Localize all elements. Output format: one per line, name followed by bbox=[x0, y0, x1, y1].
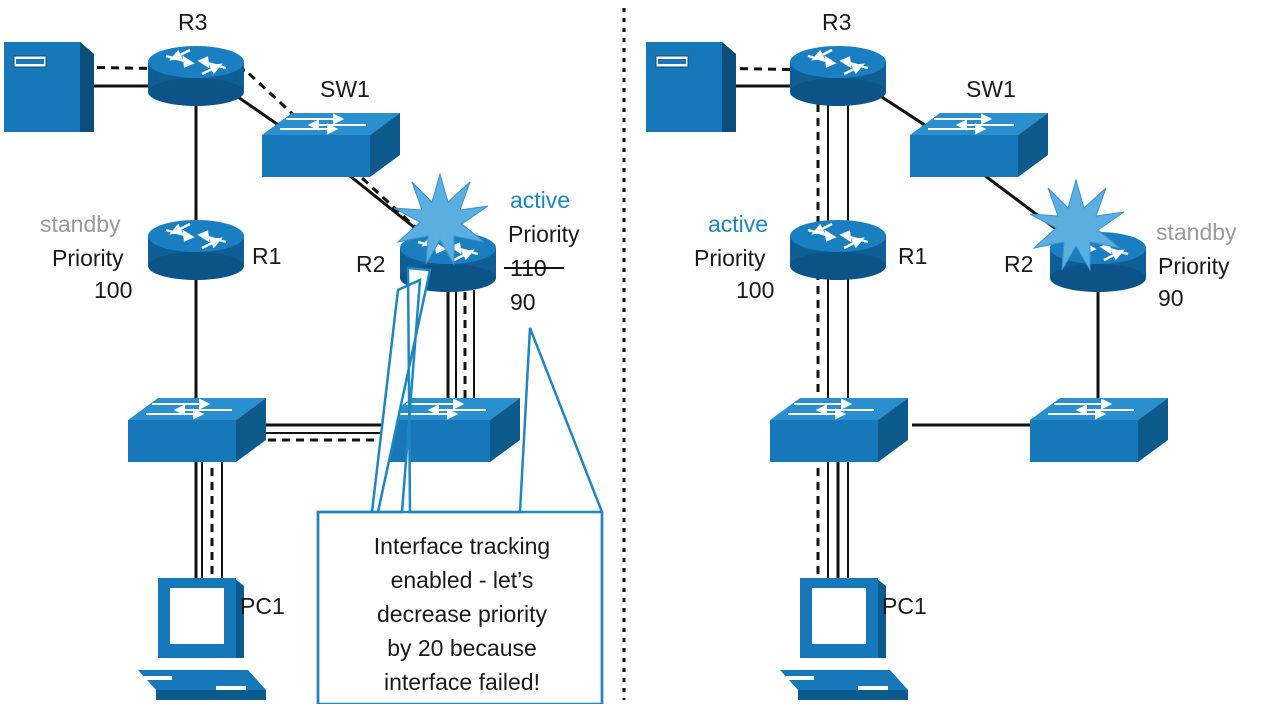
right-r2-state: standby bbox=[1156, 219, 1237, 245]
callout-line-4: by 20 because bbox=[387, 635, 537, 661]
left-r1-state: standby bbox=[40, 211, 121, 237]
left-r1-priority-value: 100 bbox=[94, 277, 132, 303]
right-sw1-label: SW1 bbox=[966, 76, 1016, 102]
left-r2-state: active bbox=[510, 187, 570, 213]
right-r1-label: R1 bbox=[898, 243, 927, 269]
left-r1-router-icon bbox=[146, 218, 246, 282]
left-callout: Interface tracking enabled - let’s decre… bbox=[316, 266, 604, 704]
right-traffic-path bbox=[707, 66, 820, 616]
right-r3-router-icon bbox=[788, 44, 888, 108]
left-r2-new-priority: 90 bbox=[510, 289, 536, 315]
right-r1-state: active bbox=[708, 211, 768, 237]
callout-line-5: interface failed! bbox=[384, 669, 540, 695]
callout-line-2: enabled - let’s bbox=[391, 567, 534, 593]
left-r1-priority-label: Priority bbox=[52, 245, 124, 271]
left-r2-switch-icon bbox=[381, 397, 521, 463]
right-access-switch-icon bbox=[769, 397, 909, 463]
left-server-icon bbox=[3, 41, 95, 133]
left-r1-label: R1 bbox=[252, 243, 281, 269]
left-sw1-switch-icon bbox=[261, 112, 401, 178]
left-sw1-label: SW1 bbox=[320, 76, 370, 102]
right-track-lines bbox=[827, 100, 849, 580]
left-panel: Interface tracking enabled - let’s decre… bbox=[3, 9, 604, 704]
left-access-switch-icon bbox=[127, 397, 267, 463]
right-pc-label: PC1 bbox=[882, 593, 927, 619]
left-r3-label: R3 bbox=[178, 9, 207, 35]
right-sw1-switch-icon bbox=[909, 112, 1049, 178]
right-panel: R3 SW1 R1 R2 active Priority 100 standby… bbox=[645, 9, 1237, 700]
right-r1-priority-value: 100 bbox=[736, 277, 774, 303]
right-r2-priority-value: 90 bbox=[1158, 285, 1184, 311]
right-server-icon bbox=[645, 41, 737, 133]
callout-line-1: Interface tracking bbox=[374, 533, 550, 559]
right-r2-priority-label: Priority bbox=[1158, 253, 1230, 279]
right-r2-switch-icon bbox=[1029, 397, 1169, 463]
left-pc-label: PC1 bbox=[240, 593, 285, 619]
right-r1-priority-label: Priority bbox=[694, 245, 766, 271]
left-r2-priority-label: Priority bbox=[508, 221, 580, 247]
left-r3-router-icon bbox=[146, 44, 246, 108]
callout-line-3: decrease priority bbox=[377, 601, 548, 627]
left-r2-label: R2 bbox=[356, 251, 385, 277]
right-r3-label: R3 bbox=[822, 9, 851, 35]
right-r1-router-icon bbox=[788, 218, 888, 282]
right-r2-label: R2 bbox=[1004, 251, 1033, 277]
